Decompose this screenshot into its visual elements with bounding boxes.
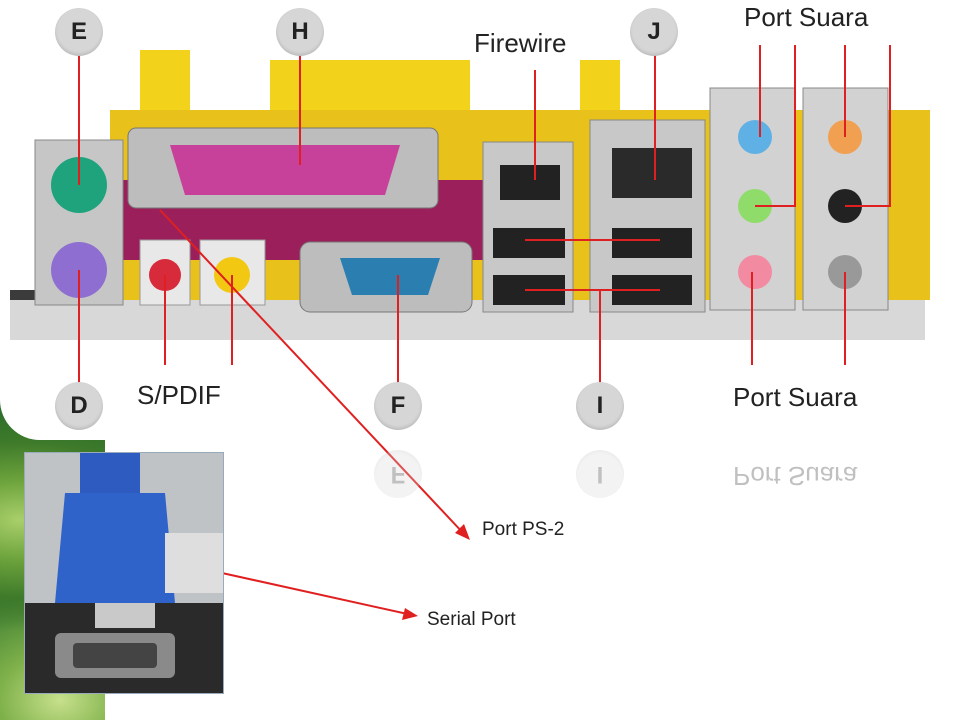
label-e: E <box>55 8 103 56</box>
lan-port <box>612 148 692 198</box>
port-suara-reflection: Port Suara <box>733 461 858 491</box>
label-f-reflection: F <box>374 450 422 498</box>
pointer-arrowheads <box>402 524 470 620</box>
caption-port-ps2: Port PS-2 <box>482 519 565 540</box>
label-i-reflection: I <box>576 450 624 498</box>
caption-port-suara-top: Port Suara <box>744 2 869 32</box>
vga-cable-photo <box>24 452 224 694</box>
caption-spdif: S/PDIF <box>137 380 221 410</box>
label-d: D <box>55 382 103 430</box>
vga-cable-illustration <box>25 453 223 693</box>
usb-port <box>493 228 565 258</box>
caption-serial-port: Serial Port <box>427 609 516 630</box>
firewire-port <box>500 165 560 200</box>
caption-port-suara-bottom: Port Suara <box>733 382 858 412</box>
label-i: I <box>576 382 624 430</box>
caption-firewire: Firewire <box>474 28 567 58</box>
label-f: F <box>374 382 422 430</box>
yellow-slot <box>140 50 190 110</box>
lower-white-area <box>105 430 960 720</box>
audio-blue <box>738 120 772 154</box>
label-h: H <box>276 8 324 56</box>
serial-port <box>340 258 440 295</box>
usb-port <box>612 228 692 258</box>
pointer-lines <box>78 45 891 616</box>
label-j: J <box>630 8 678 56</box>
parallel-port <box>170 145 400 195</box>
audio-pink <box>738 255 772 289</box>
